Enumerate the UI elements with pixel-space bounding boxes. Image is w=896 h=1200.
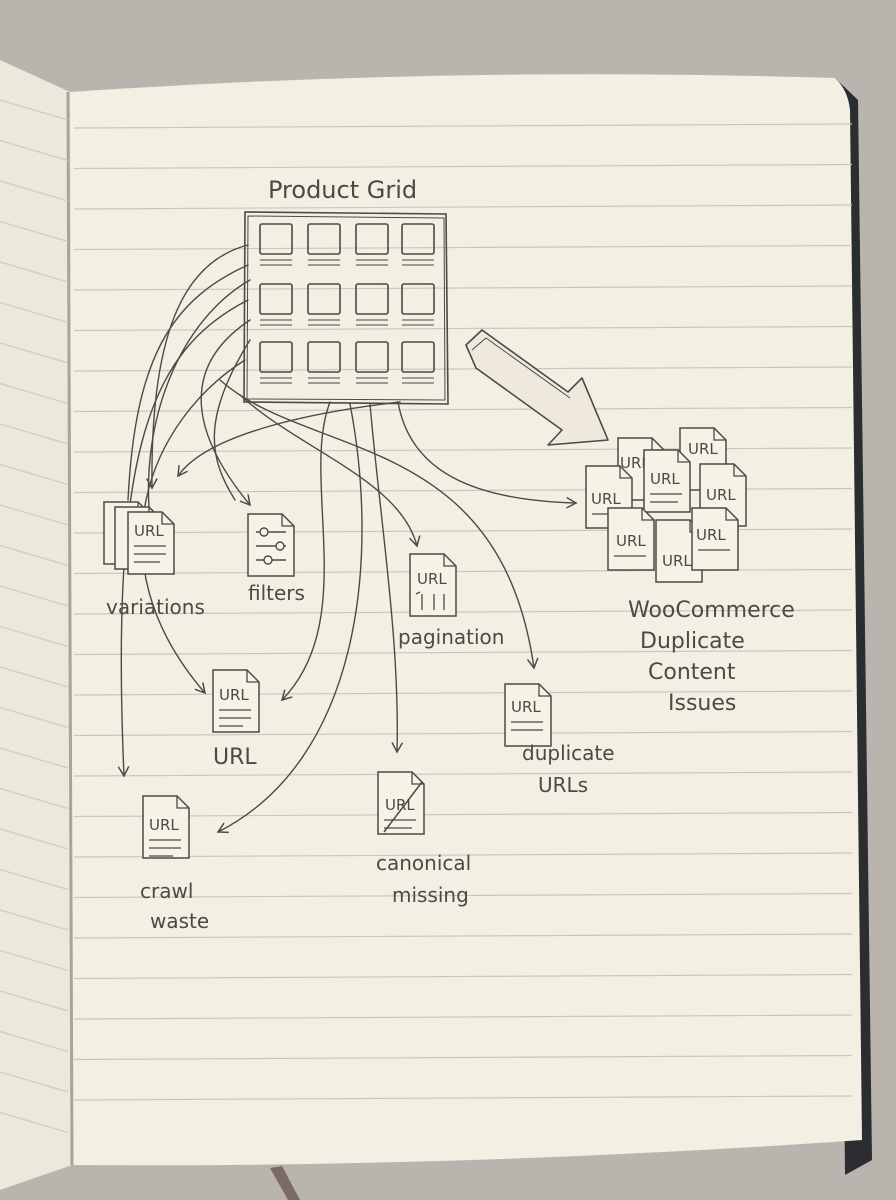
variations-node: URL variations bbox=[103, 501, 205, 619]
right-page bbox=[70, 74, 862, 1166]
canonical-missing-label-1: canonical bbox=[376, 851, 471, 875]
crawl-waste-label-1: crawl bbox=[140, 879, 193, 903]
pagination-url-label: URL bbox=[417, 570, 447, 588]
cluster-doc-3-label: URL bbox=[650, 470, 680, 488]
page-gutter bbox=[66, 91, 74, 1166]
pagination-label: pagination bbox=[398, 625, 504, 649]
variations-url-label: URL bbox=[134, 522, 164, 540]
strike-through bbox=[383, 781, 423, 833]
pagination-node: URL pagination bbox=[398, 553, 504, 649]
outcome-line-4: Issues bbox=[668, 691, 736, 716]
url-node-icon-label: URL bbox=[219, 686, 249, 704]
big-arrow-to-outcome bbox=[465, 329, 609, 446]
url-node-label: URL bbox=[213, 745, 257, 770]
outcome-line-3: Content bbox=[648, 660, 736, 685]
duplicate-urls-icon-label: URL bbox=[511, 698, 541, 716]
cluster-doc-4-label: URL bbox=[706, 486, 736, 504]
url-node: URL URL bbox=[212, 669, 260, 770]
sliders-icon bbox=[256, 527, 286, 565]
cluster-doc-7-label: URL bbox=[616, 532, 646, 550]
canonical-missing-label-2: missing bbox=[392, 883, 469, 907]
duplicate-content-cluster: URL URL URL URL URL URL URL URL bbox=[585, 427, 747, 583]
cluster-doc-2-label: URL bbox=[688, 440, 718, 458]
canonical-missing-node: URL canonical missing bbox=[376, 771, 471, 907]
cluster-doc-8-label: URL bbox=[696, 526, 726, 544]
crawl-waste-node: URL crawl waste bbox=[140, 795, 209, 933]
crawl-waste-label-2: waste bbox=[150, 909, 209, 933]
left-page bbox=[0, 60, 72, 1190]
ruled-lines-left bbox=[0, 99, 69, 1134]
filters-label: filters bbox=[248, 581, 305, 605]
filters-node: filters bbox=[247, 513, 305, 605]
crawl-waste-icon-label: URL bbox=[149, 816, 179, 834]
duplicate-urls-label-1: duplicate bbox=[522, 741, 615, 765]
cluster-doc-6-label: URL bbox=[662, 552, 692, 570]
outcome-label: WooCommerce Duplicate Content Issues bbox=[628, 598, 795, 716]
ruled-lines bbox=[73, 123, 853, 1101]
bookmark-ribbon bbox=[270, 1166, 300, 1200]
cluster-doc-1-label: URL bbox=[620, 454, 650, 472]
variations-label: variations bbox=[106, 595, 205, 619]
duplicate-urls-label-2: URLs bbox=[538, 773, 588, 797]
outcome-line-1: WooCommerce bbox=[628, 598, 795, 623]
outcome-line-2: Duplicate bbox=[640, 629, 745, 654]
product-grid-title: Product Grid bbox=[268, 176, 417, 204]
product-grid-icon bbox=[243, 211, 449, 405]
connector-arrows bbox=[117, 244, 578, 834]
cluster-doc-5-label: URL bbox=[591, 490, 621, 508]
duplicate-urls-node: URL duplicate URLs bbox=[504, 683, 615, 797]
